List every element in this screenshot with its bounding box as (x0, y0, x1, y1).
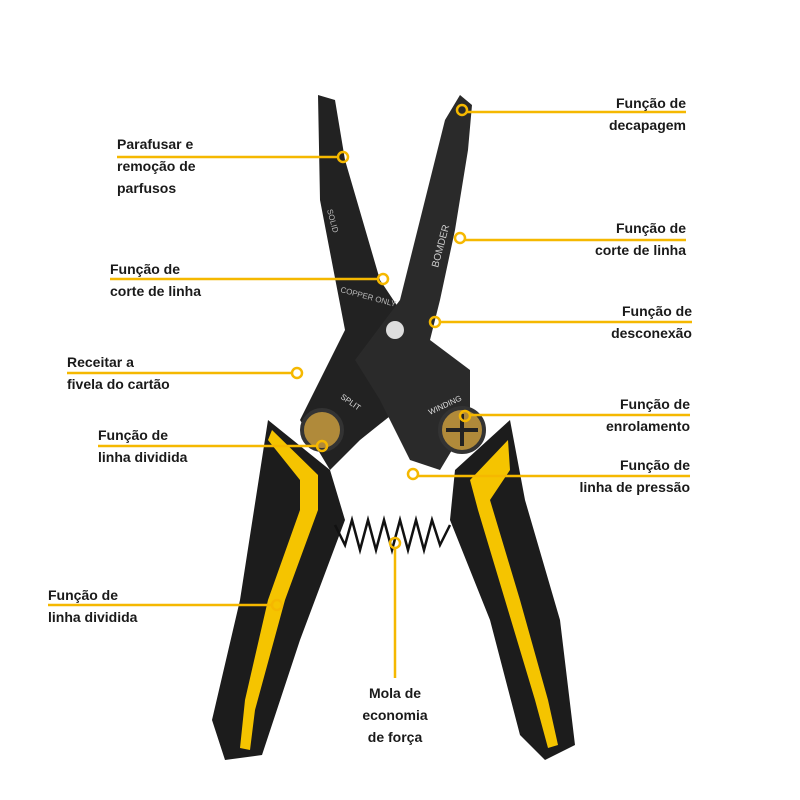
callout-lines (48, 103, 692, 678)
left-handle-stripe (240, 430, 318, 750)
center-rivet (386, 321, 404, 339)
right-jaw (355, 95, 472, 470)
spring (333, 515, 452, 555)
right-handle-stripe (470, 440, 558, 748)
split-pivot (300, 408, 344, 452)
